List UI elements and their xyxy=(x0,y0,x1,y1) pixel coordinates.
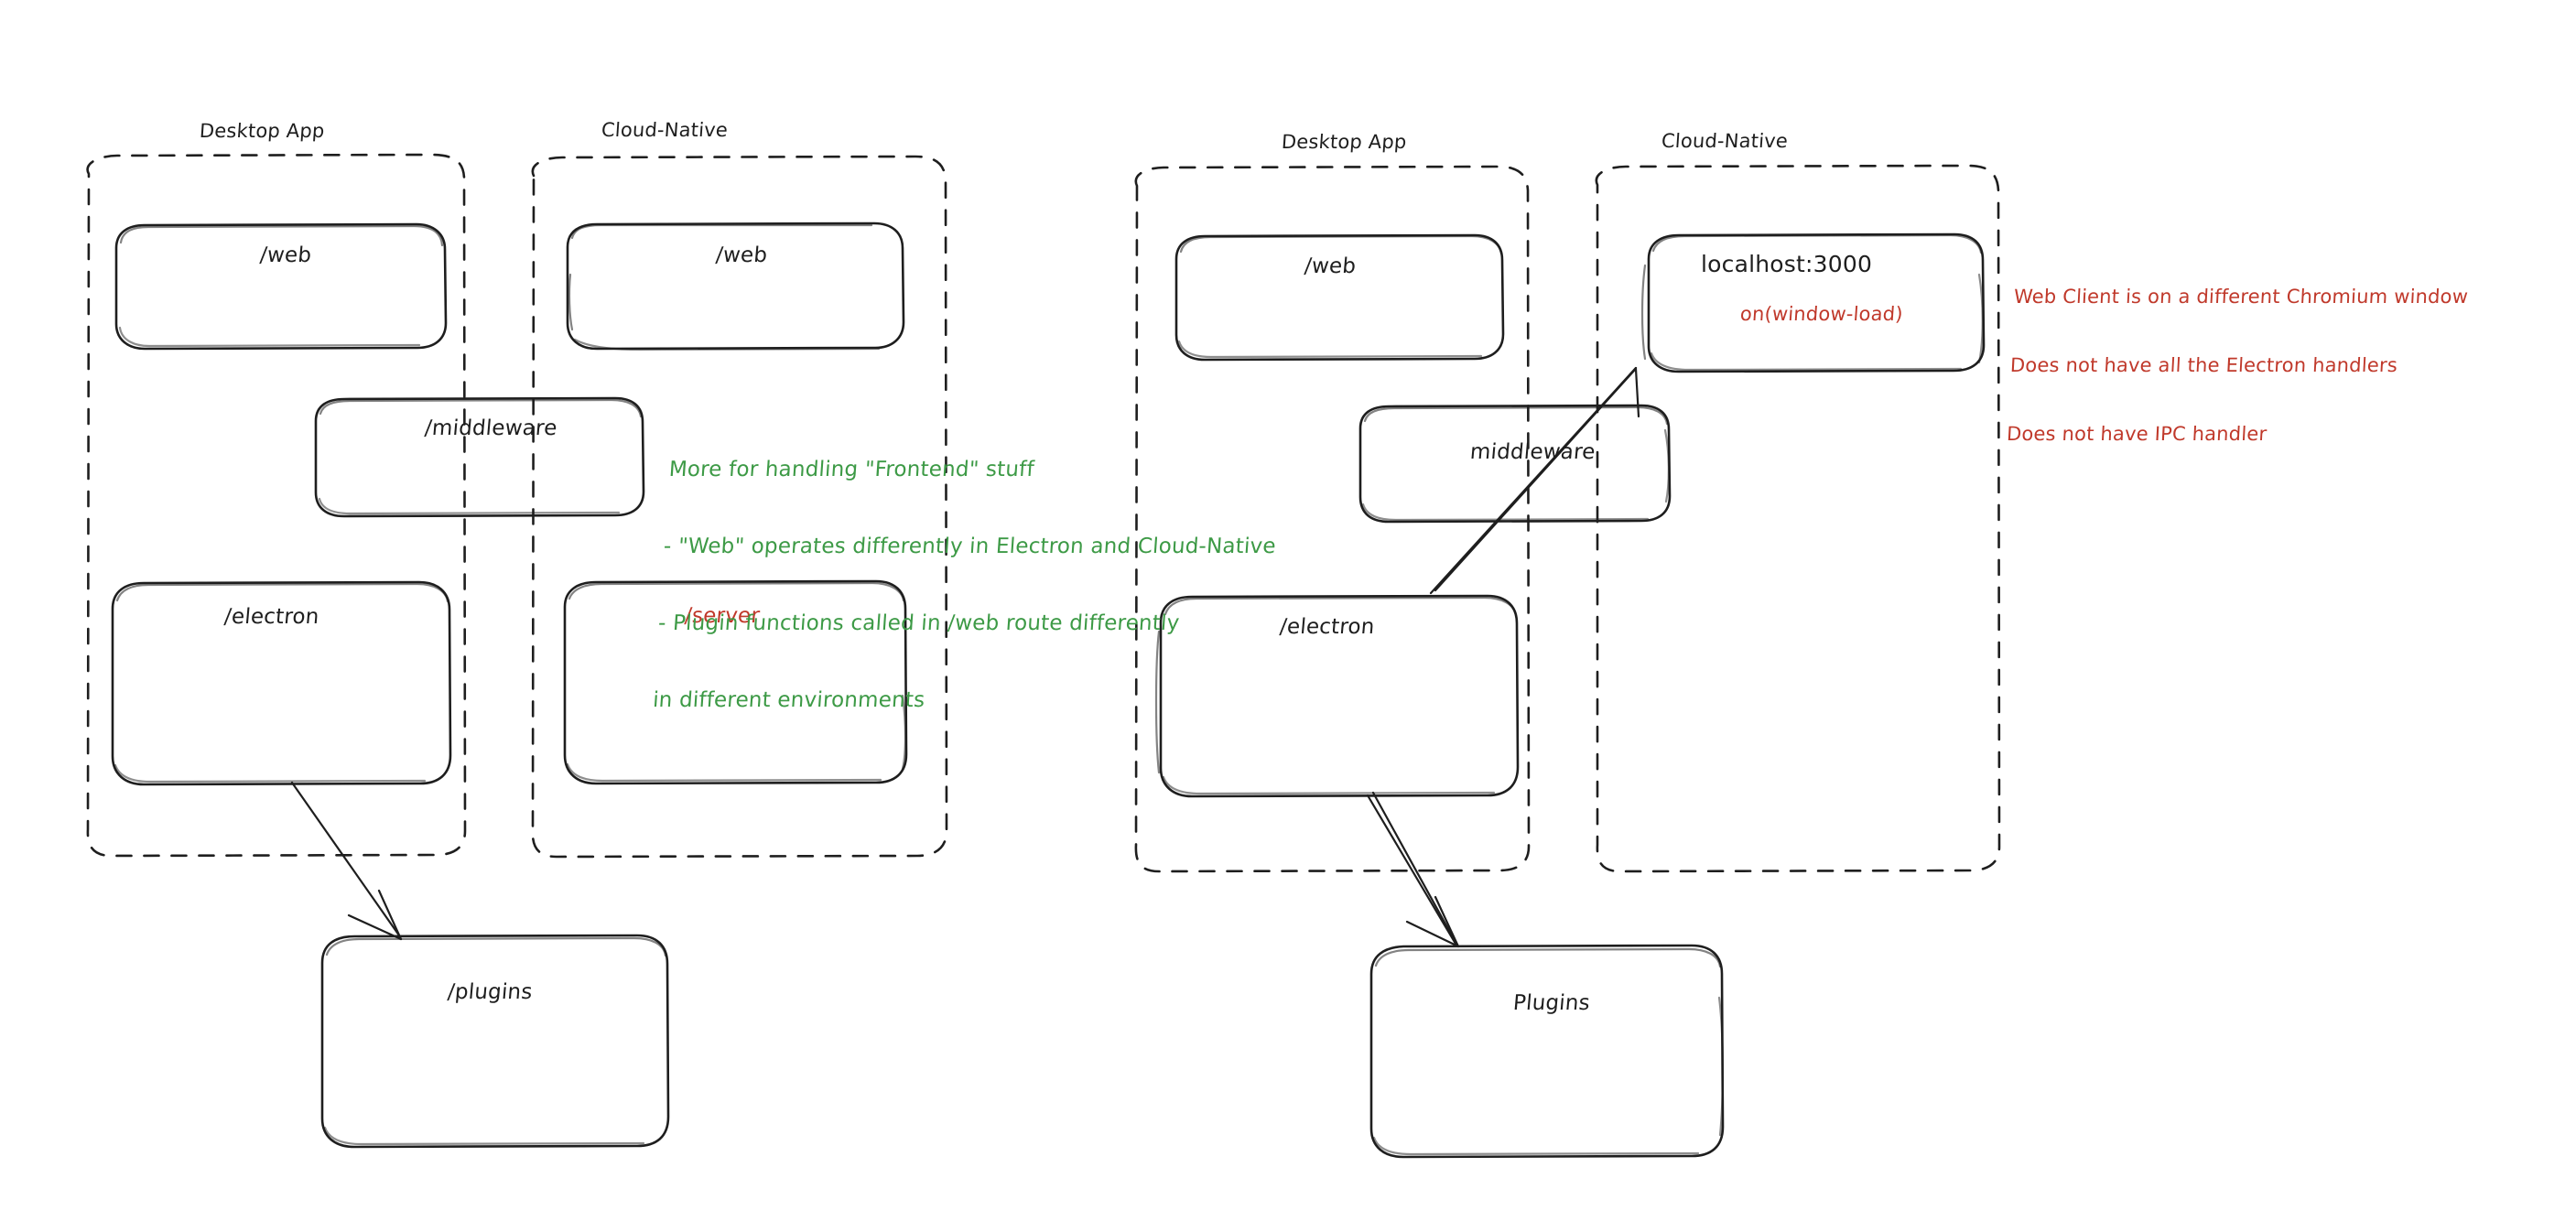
group-left-cloud-native-border xyxy=(531,155,948,859)
note-red-web-client: Web Client is on a different Chromium wi… xyxy=(2004,240,2472,492)
note-green-frontend: More for handling "Frontend" stuff - "We… xyxy=(648,405,1285,764)
box-label-left-desktop-web: /web xyxy=(258,243,313,267)
box-left-desktop-web-border xyxy=(114,222,448,351)
note-green-line-4: in different environments xyxy=(652,688,926,712)
arrow-right-electron-to-localhost xyxy=(1429,366,1640,595)
box-left-middleware-border xyxy=(314,396,645,518)
note-green-line-2: - "Web" operates differently in Electron… xyxy=(663,535,1277,558)
note-red-line-2: Does not have all the Electron handlers xyxy=(2009,354,2398,376)
arrow-left-electron-to-plugins xyxy=(290,781,403,941)
box-label-right-desktop-web: /web xyxy=(1303,254,1358,278)
box-right-localhost-border xyxy=(1640,232,1986,373)
box-label-right-electron: /electron xyxy=(1278,615,1376,639)
note-green-line-3: - Plugin functions called in /web route … xyxy=(657,611,1181,635)
box-sublabel-right-localhost-onload: on(window-load) xyxy=(1739,303,1904,325)
box-right-desktop-web-border xyxy=(1174,233,1505,362)
box-label-right-middleware: middleware xyxy=(1468,440,1596,464)
group-right-desktop-app-border xyxy=(1134,165,1531,873)
box-right-plugins-border xyxy=(1369,944,1725,1159)
group-title-right-desktop-app: Desktop App xyxy=(1281,131,1408,153)
note-green-line-1: More for handling "Frontend" stuff xyxy=(667,458,1035,481)
box-right-electron-border xyxy=(1154,594,1520,798)
group-title-left-cloud-native: Cloud-Native xyxy=(601,119,729,141)
group-title-left-desktop-app: Desktop App xyxy=(199,120,326,142)
box-label-right-localhost: localhost:3000 xyxy=(1701,251,1873,277)
group-right-cloud-native-border xyxy=(1595,164,2001,873)
arrow-right-electron-to-plugins xyxy=(1366,791,1460,948)
group-title-right-cloud-native: Cloud-Native xyxy=(1661,130,1789,152)
note-red-line-3: Does not have IPC handler xyxy=(2006,423,2268,445)
box-left-electron-border xyxy=(111,580,452,786)
group-left-desktop-app-border xyxy=(86,153,467,858)
box-label-left-plugins: /plugins xyxy=(446,980,534,1004)
box-label-left-middleware: /middleware xyxy=(423,416,558,440)
box-label-left-electron: /electron xyxy=(222,605,320,629)
box-left-plugins-border xyxy=(320,934,670,1149)
box-left-cloud-web-border xyxy=(566,222,905,351)
box-right-middleware-border xyxy=(1358,404,1672,524)
note-red-line-1: Web Client is on a different Chromium wi… xyxy=(2013,286,2469,308)
box-left-server-border xyxy=(563,579,908,785)
box-label-right-plugins: Plugins xyxy=(1511,991,1591,1015)
box-label-left-cloud-web: /web xyxy=(714,243,769,267)
